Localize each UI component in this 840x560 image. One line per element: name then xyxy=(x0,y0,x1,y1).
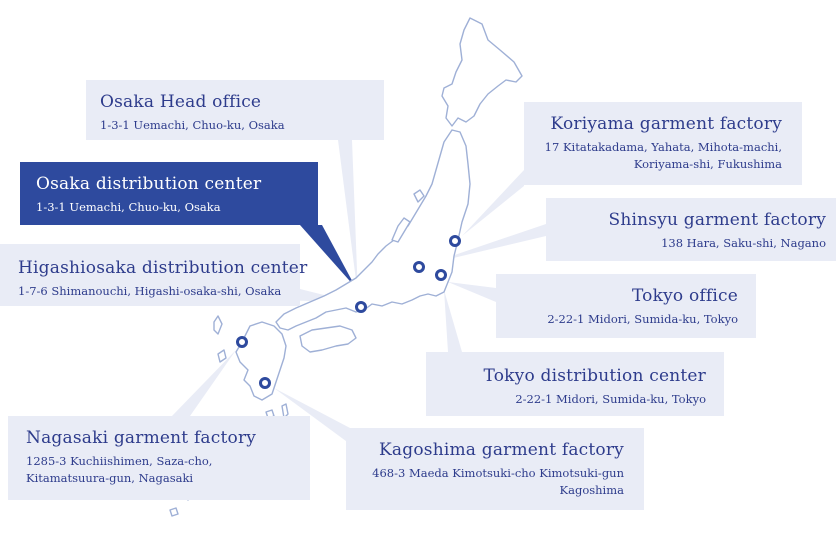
location-shinsyu-garment-factory[interactable]: Shinsyu garment factory 138 Hara, Saku-s… xyxy=(546,198,836,261)
tanegashima-island xyxy=(281,403,289,419)
location-address: 1-7-6 Shimanouchi, Higashi-osaka-shi, Os… xyxy=(18,284,282,298)
location-address: 1-3-1 Uemachi, Chuo-ku, Osaka xyxy=(36,200,221,214)
location-koriyama-garment-factory[interactable]: Koriyama garment factory 17 Kitatakadama… xyxy=(524,102,802,185)
location-osaka-head-office[interactable]: Osaka Head office 1-3-1 Uemachi, Chuo-ku… xyxy=(86,80,384,140)
location-name: Kagoshima garment factory xyxy=(379,440,624,460)
location-kagoshima-garment-factory[interactable]: Kagoshima garment factory 468-3 Maeda Ki… xyxy=(346,428,644,510)
goto-islands xyxy=(217,349,227,363)
location-tokyo-distribution-center[interactable]: Tokyo distribution center 2-22-1 Midori,… xyxy=(426,352,724,416)
location-name: Nagasaki garment factory xyxy=(26,428,257,448)
location-name: Osaka distribution center xyxy=(36,174,262,194)
marker-tokyo[interactable] xyxy=(435,269,447,281)
location-name: Shinsyu garment factory xyxy=(608,210,826,230)
callout-kagoshima xyxy=(274,388,350,444)
location-address: 2-22-1 Midori, Sumida-ku, Tokyo xyxy=(515,392,706,406)
hokkaido xyxy=(441,17,523,127)
location-address: 138 Hara, Saku-shi, Nagano xyxy=(661,236,826,250)
marker-shinsyu[interactable] xyxy=(413,261,425,273)
callout-shinsyu xyxy=(428,224,546,264)
location-address: 1-3-1 Uemachi, Chuo-ku, Osaka xyxy=(100,118,285,132)
marker-koriyama[interactable] xyxy=(449,235,461,247)
location-name: Tokyo office xyxy=(631,286,738,306)
marker-kagoshima[interactable] xyxy=(259,377,271,389)
location-name: Tokyo distribution center xyxy=(483,366,706,386)
location-nagasaki-garment-factory[interactable]: Nagasaki garment factory 1285-3 Kuchiish… xyxy=(8,416,310,500)
location-address: 17 Kitatakadama, Yahata, Mihota-machi, K… xyxy=(544,140,782,171)
location-osaka-distribution-center[interactable]: Osaka distribution center 1-3-1 Uemachi,… xyxy=(20,162,318,225)
location-tokyo-office[interactable]: Tokyo office 2-22-1 Midori, Sumida-ku, T… xyxy=(496,274,756,338)
location-higashiosaka-distribution-center[interactable]: Higashiosaka distribution center 1-7-6 S… xyxy=(0,244,308,306)
location-address: 2-22-1 Midori, Sumida-ku, Tokyo xyxy=(547,312,738,326)
tsushima-island xyxy=(213,315,223,335)
sakishima-islands xyxy=(169,507,179,517)
marker-osaka[interactable] xyxy=(355,301,367,313)
callout-osaka-head-office xyxy=(338,140,358,296)
shikoku xyxy=(299,325,357,353)
callout-osaka-distribution-center xyxy=(300,225,356,288)
callout-tokyo-distribution xyxy=(444,290,462,352)
kyushu xyxy=(235,321,287,401)
callout-tokyo-office xyxy=(448,282,496,302)
location-name: Koriyama garment factory xyxy=(550,114,782,134)
location-address: 1285-3 Kuchiishimen, Saza-cho, Kitamatsu… xyxy=(26,454,213,485)
location-name: Higashiosaka distribution center xyxy=(18,258,308,278)
location-name: Osaka Head office xyxy=(100,92,262,112)
marker-nagasaki[interactable] xyxy=(236,336,248,348)
noto-peninsula xyxy=(391,217,411,243)
sado-island xyxy=(413,189,425,203)
callout-nagasaki xyxy=(172,350,236,416)
callout-koriyama xyxy=(462,170,524,236)
location-address: 468-3 Maeda Kimotsuki-cho Kimotsuki-gun … xyxy=(372,466,624,497)
